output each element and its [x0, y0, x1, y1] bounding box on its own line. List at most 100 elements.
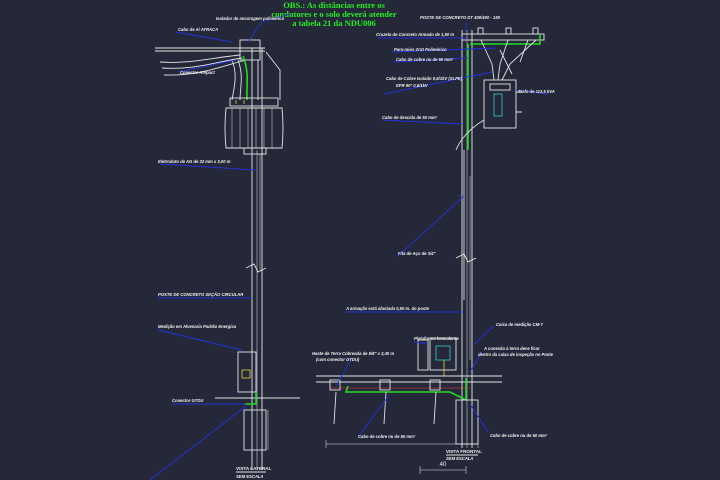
label-poste-top: POSTE DE CONCRETO DT 400/400 - 150	[420, 15, 501, 20]
label-isolador: Isolador de ancoragem polimérico	[216, 16, 285, 21]
label-armacao: A armação está afastada 0,50 m. do poste	[345, 306, 430, 311]
leader-diagonal	[149, 405, 247, 480]
transformer-front	[483, 79, 522, 129]
drop-wire-2	[237, 59, 242, 101]
label-cabo-isolado-2: EPR 90° 0,6/1kV	[396, 83, 429, 88]
observation-note: OBS.: As distâncias entre os condutores …	[271, 0, 396, 28]
note-line-1: OBS.: As distâncias entre os	[283, 0, 385, 10]
leader-para-raios	[391, 47, 497, 53]
descent-cable-top	[455, 119, 485, 151]
front-lead-2	[497, 39, 509, 81]
transformer-fins	[231, 108, 273, 148]
meter-box-side	[237, 351, 257, 393]
ground-wire-top	[242, 55, 249, 101]
front-view-subtitle: SEM ESCALA	[446, 456, 473, 461]
leader-conector	[177, 59, 237, 73]
insulator-b	[505, 27, 512, 35]
insulator-bracket	[239, 39, 261, 61]
label-caixa: Caixa de medição CM-7	[496, 322, 543, 327]
note-line-3: a tabela 21 da NDU006	[292, 18, 376, 28]
note-line-2: condutores e o solo deverá atender	[271, 9, 396, 19]
pole-base	[243, 409, 267, 451]
conductor-1	[159, 54, 241, 63]
rod-box-3	[429, 379, 441, 391]
rod-3	[433, 391, 437, 425]
label-haste: Haste de Terra Cobreada de 5/8" x 2,40 m	[312, 351, 394, 356]
front-platform	[417, 339, 429, 371]
transformer-front-nameplate	[493, 93, 503, 117]
front-meter-window	[435, 345, 451, 361]
front-view-title: VISTA FRONTAL	[446, 449, 482, 454]
leader-plataforma	[413, 341, 429, 345]
transformer-side	[224, 97, 284, 155]
insulator-a	[477, 27, 484, 35]
dimension-40: 40	[440, 462, 447, 468]
label-medicao: Medição em Alvenaria Padrão Energisa	[158, 324, 237, 329]
label-cruzeta: Cruzeta de Concreto Armado de 1,90 m	[376, 32, 454, 37]
label-conexao-2: dentro da caixa de inspeção no Poste	[478, 352, 554, 357]
side-view-subtitle: SEM ESCALA	[236, 474, 263, 479]
side-view-title: VISTA LATERAL	[236, 466, 272, 471]
front-view-labels: POSTE DE CONCRETO DT 400/400 - 150 Cruze…	[312, 15, 555, 468]
insulator-c	[532, 27, 539, 35]
transformer-base	[243, 147, 267, 155]
label-cabo-descida: Cabo de descida de 50 mm²	[382, 115, 438, 120]
front-break-symbol	[455, 253, 477, 263]
transformer-front-top	[489, 83, 511, 91]
label-plataforma: Plataforma basculante	[414, 336, 459, 341]
rod-box-1	[329, 379, 341, 391]
leader-cabo-descida	[381, 119, 463, 125]
label-conexao: A conexão à terra deve ficar	[483, 346, 540, 351]
front-ground-grid	[344, 378, 467, 402]
front-insulators	[477, 27, 539, 35]
label-trafo: Trafo de 112,5 kVA	[518, 89, 555, 94]
leader-trafo	[515, 89, 549, 95]
leader-cabo-ca	[175, 31, 233, 43]
front-meter-box	[429, 337, 457, 371]
label-cabo-cobre-bottom: Cabo de cobre nu de 50 mm²	[358, 434, 416, 439]
label-conector-gtdu: Conector GTDU	[172, 398, 204, 403]
leader-eletroduto	[159, 163, 257, 171]
transformer-top	[229, 97, 279, 107]
leader-isolador-2	[261, 13, 291, 23]
transformer-front-tank	[483, 79, 517, 129]
label-conector: Conector Ampact	[180, 70, 215, 75]
label-cabo-cobre: Cabo de cobre nu de 50 mm²	[396, 57, 454, 62]
support-arm	[265, 51, 281, 100]
front-lead-3	[501, 39, 537, 81]
front-brace	[499, 39, 529, 75]
drop-wire-1	[231, 59, 236, 101]
front-dim-40	[419, 466, 467, 474]
label-cabo-isolado: Cabo de Cobre Isolado 0,6/1kV (XLPE)	[386, 76, 463, 81]
label-poste: POSTE DE CONCRETO SEÇÃO CIRCULAR	[158, 292, 243, 297]
transformer-front-lugs	[516, 91, 522, 113]
label-cabo-cobre-bottom-2: Cabo de cobre nu de 50 mm²	[490, 433, 548, 438]
side-view-pole	[155, 39, 300, 470]
label-fita: Fita de Aço de 3/4"	[398, 251, 436, 256]
rod-1	[333, 391, 337, 425]
front-dim-line	[325, 440, 479, 448]
leader-cabo-cobre	[393, 57, 469, 63]
leader-cabo-cobre-bottom-2	[469, 403, 489, 433]
label-cabo-ca: Cabo de Al ATRACA	[178, 27, 218, 32]
label-para-raios: Para-raios ZnO Polimérico	[394, 47, 447, 52]
label-haste-sub: (com conector GTDU)	[316, 357, 360, 362]
transformer-terminals	[235, 100, 245, 104]
conductor-2	[161, 57, 243, 69]
leader-medicao	[157, 329, 243, 351]
label-eletroduto: Eletroduto de AG de 32 mm x 3,00 m	[158, 159, 231, 164]
leader-haste	[335, 357, 353, 387]
ground-rods	[329, 379, 441, 425]
rod-box-2	[379, 379, 391, 391]
leader-cabo-isolado	[383, 71, 493, 95]
meter-box-window	[241, 369, 251, 379]
front-view-pole	[316, 27, 545, 474]
leader-fita	[397, 195, 465, 257]
leader-isolador	[247, 21, 263, 43]
leader-cabo-cobre-bottom	[357, 393, 391, 438]
leader-conexao	[469, 351, 483, 373]
transformer-tank	[224, 107, 284, 149]
side-view-labels: Isolador de ancoragem polimérico Cabo de…	[149, 13, 291, 480]
rod-2	[383, 391, 387, 425]
